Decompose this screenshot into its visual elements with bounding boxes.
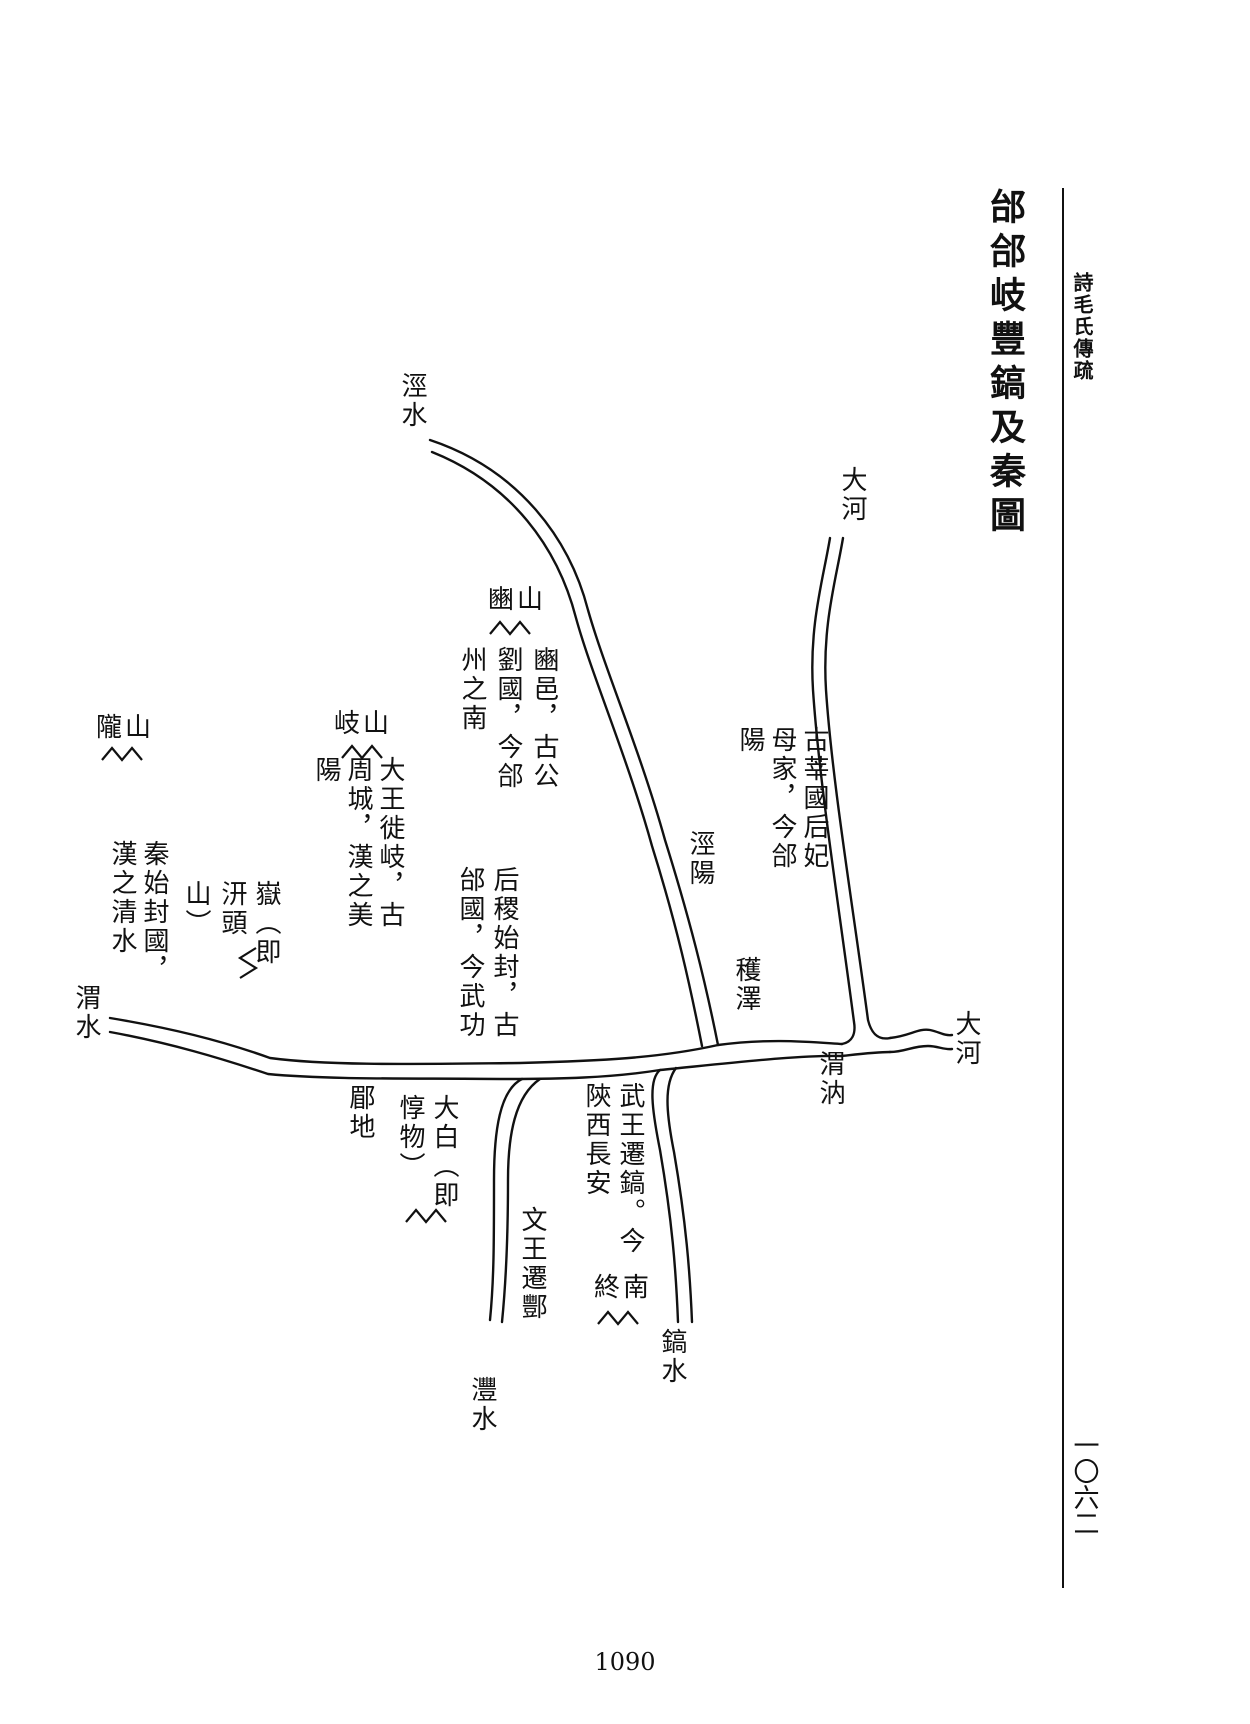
bin-note-col2: 劉國，今郃 <box>493 646 523 791</box>
label-wei-shui: 渭水 <box>71 984 101 1042</box>
xin-note-col3: 陽 <box>735 726 765 755</box>
label-long-shan: 隴山 <box>96 713 155 743</box>
mountain-icon <box>237 947 259 979</box>
qin-note-col1: 秦始封國， <box>139 840 169 985</box>
page-number: 1090 <box>594 1648 656 1676</box>
margin-rule <box>1062 188 1064 1588</box>
hao-river <box>651 1066 694 1324</box>
label-qi-ze: 穫澤 <box>731 956 761 1014</box>
label-zhong-nan: 終南 <box>594 1273 653 1303</box>
tai-note-col1: 后稷始封，古 <box>489 866 519 1040</box>
mountain-icon <box>489 620 531 636</box>
xin-note-col2: 母家，今郃 <box>767 726 797 871</box>
qi-note-col3: 陽 <box>311 756 341 785</box>
mountain-icon <box>341 744 383 760</box>
label-bei-di: 郿地 <box>345 1084 375 1142</box>
label-da-he-right: 大河 <box>951 1010 981 1068</box>
label-bin-shan: 豳山 <box>488 585 547 615</box>
map-title: 邰郃岐豐鎬及秦圖 <box>984 188 1026 540</box>
xin-note-col1: 古莘國后妃 <box>799 726 829 871</box>
wuwang-note-col2: 陝西長安 <box>581 1082 611 1198</box>
tai-note-col2: 邰國，今武功 <box>455 866 485 1040</box>
qin-note-col2: 漢之清水 <box>107 840 137 956</box>
mountain-icon <box>597 1310 639 1326</box>
taibai-note-col2: 惇物） <box>395 1094 425 1181</box>
label-jing-yang: 涇陽 <box>685 830 715 888</box>
label-jing-shui: 涇水 <box>397 372 427 430</box>
bin-note-col1: 豳邑，古公 <box>529 646 559 791</box>
label-hao-shui: 鎬水 <box>657 1328 687 1386</box>
mountain-icon <box>405 1208 447 1224</box>
qi-note-col1: 大王徙岐，古 <box>375 756 405 930</box>
wenwang-note: 文王遷酆 <box>517 1206 547 1322</box>
label-qi-shan: 岐山 <box>334 709 393 739</box>
da-he-river <box>811 536 954 1054</box>
feng-river <box>488 1077 542 1324</box>
label-wei-rui: 渭汭 <box>815 1050 845 1108</box>
wuwang-note-col1: 武王遷鎬。今 <box>615 1082 645 1256</box>
qi-note-col2: 周城，漢之美 <box>343 756 373 930</box>
bin-note-col3: 州之南 <box>457 646 487 733</box>
book-title: 詩毛氏傳疏 <box>1070 272 1094 382</box>
jing-river <box>428 438 720 1048</box>
label-feng-shui: 灃水 <box>467 1376 497 1434</box>
label-da-he-top: 大河 <box>837 466 867 524</box>
yue-note-col1: 嶽（即 <box>251 880 281 967</box>
yue-note-col2: 汧頭 <box>217 880 247 938</box>
folio-number: 一〇六二 <box>1069 1432 1099 1536</box>
mountain-icon <box>101 746 143 762</box>
yue-note-col3: 山） <box>181 880 211 938</box>
taibai-note-col1: 大白（即 <box>429 1094 459 1210</box>
